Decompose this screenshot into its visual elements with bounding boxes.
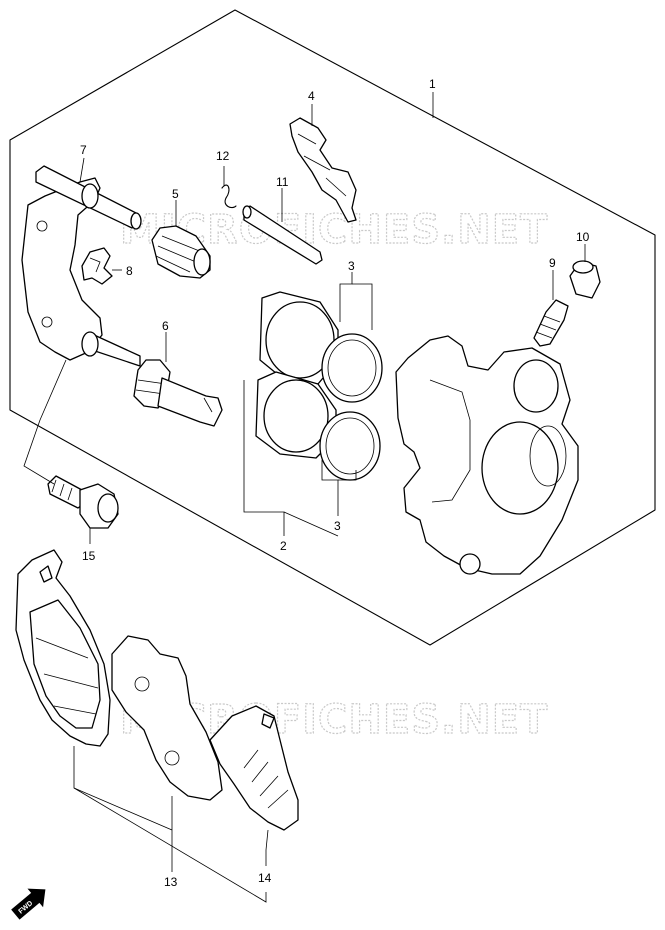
arrow-icon [11, 888, 46, 920]
callout-3-top: 3 [348, 259, 355, 273]
callout-9: 9 [549, 256, 556, 270]
fwd-direction-badge: FWD [11, 888, 46, 920]
callout-12: 12 [216, 149, 230, 163]
callout-6: 6 [162, 319, 169, 333]
callout-10: 10 [576, 230, 590, 244]
caliper-assembly-outline [9, 9, 656, 646]
part-12-clip-pin[interactable] [221, 184, 237, 209]
callout-7: 7 [80, 143, 87, 157]
callout-labels: 1 2 3 3 4 5 6 7 8 9 10 11 12 13 14 15 [80, 77, 590, 889]
callout-14: 14 [258, 871, 272, 885]
part-13-brake-pads[interactable] [15, 549, 223, 801]
part-10-cap[interactable] [569, 260, 601, 299]
part-6-pin[interactable] [133, 359, 223, 427]
leader-lines [23, 92, 586, 903]
callout-11: 11 [276, 175, 289, 189]
part-11-pad-pin[interactable] [242, 205, 323, 265]
callout-8: 8 [126, 264, 133, 278]
callout-5: 5 [172, 187, 179, 201]
part-9-bleeder[interactable] [533, 299, 569, 347]
caliper-body[interactable] [395, 335, 579, 575]
part-7-bracket[interactable] [21, 165, 142, 367]
callout-13: 13 [164, 875, 178, 889]
part-8-clip[interactable] [81, 247, 113, 285]
callout-3-bottom: 3 [334, 519, 341, 533]
callout-15: 15 [82, 549, 96, 563]
callout-4: 4 [308, 89, 315, 103]
part-14-shim[interactable] [209, 705, 299, 831]
part-5-boot[interactable] [151, 225, 211, 279]
part-3-pistons[interactable] [255, 291, 383, 481]
callout-1: 1 [429, 77, 436, 91]
callout-2: 2 [280, 539, 287, 553]
part-15-bolt[interactable] [47, 475, 119, 529]
part-4-pad-spring[interactable] [289, 117, 357, 223]
